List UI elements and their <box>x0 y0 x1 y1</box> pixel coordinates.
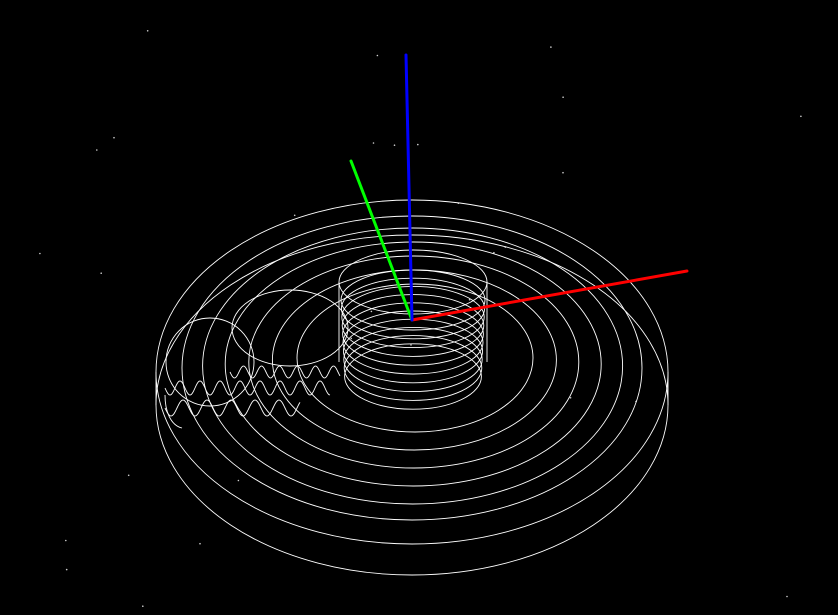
star-dot <box>100 272 102 275</box>
spiral-wireframe <box>155 199 669 576</box>
star-dot <box>65 568 68 571</box>
star-dot <box>393 144 396 146</box>
star-dot <box>370 310 373 313</box>
star-dot <box>410 344 412 346</box>
star-dot <box>96 149 98 151</box>
star-dot <box>127 474 130 477</box>
star-dot <box>113 136 115 139</box>
star-dot <box>562 171 564 174</box>
tube-profile-medium <box>231 289 349 367</box>
star-dot <box>569 397 572 399</box>
thread-end-cap <box>164 394 183 429</box>
tube-profile-large <box>165 317 255 407</box>
star-dot <box>237 479 240 482</box>
axis-triad <box>349 53 689 322</box>
y-axis-line <box>349 159 414 322</box>
cylinder-coil <box>341 294 485 357</box>
star-dot <box>39 252 41 255</box>
thread-profile-upper <box>164 380 331 396</box>
star-dot <box>493 251 495 254</box>
spiral-ring <box>296 283 534 433</box>
spiral-ring <box>224 241 602 487</box>
thread-profile-lower <box>164 399 301 417</box>
star-dot <box>142 605 144 607</box>
x-axis-line <box>410 269 689 322</box>
star-dot <box>372 142 375 144</box>
star-dot <box>786 595 788 598</box>
star-field <box>39 30 802 607</box>
star-dot <box>468 298 471 301</box>
spiral-ring <box>271 269 557 451</box>
star-dot <box>800 115 802 118</box>
star-dot <box>146 30 149 32</box>
star-dot <box>293 214 296 217</box>
spiral-ring <box>248 255 580 469</box>
star-dot <box>417 143 419 146</box>
outer-rim-top <box>155 199 669 545</box>
star-dot <box>199 542 201 545</box>
star-dot <box>550 46 552 48</box>
star-dot <box>562 96 564 98</box>
star-dot <box>376 54 379 57</box>
spiral-ring <box>202 227 624 505</box>
spiral-ring <box>181 215 643 521</box>
cylinder-coil <box>342 318 484 384</box>
star-dot <box>65 539 67 542</box>
cylinder-coil <box>341 285 485 349</box>
cylinder-coil <box>343 326 483 393</box>
cylinder-coil <box>340 269 486 331</box>
star-dot <box>350 337 353 340</box>
z-axis-line <box>404 53 414 322</box>
cylinder-coil <box>344 343 482 410</box>
thread-profile-inner <box>229 365 341 379</box>
cylinder-coil <box>343 335 483 401</box>
